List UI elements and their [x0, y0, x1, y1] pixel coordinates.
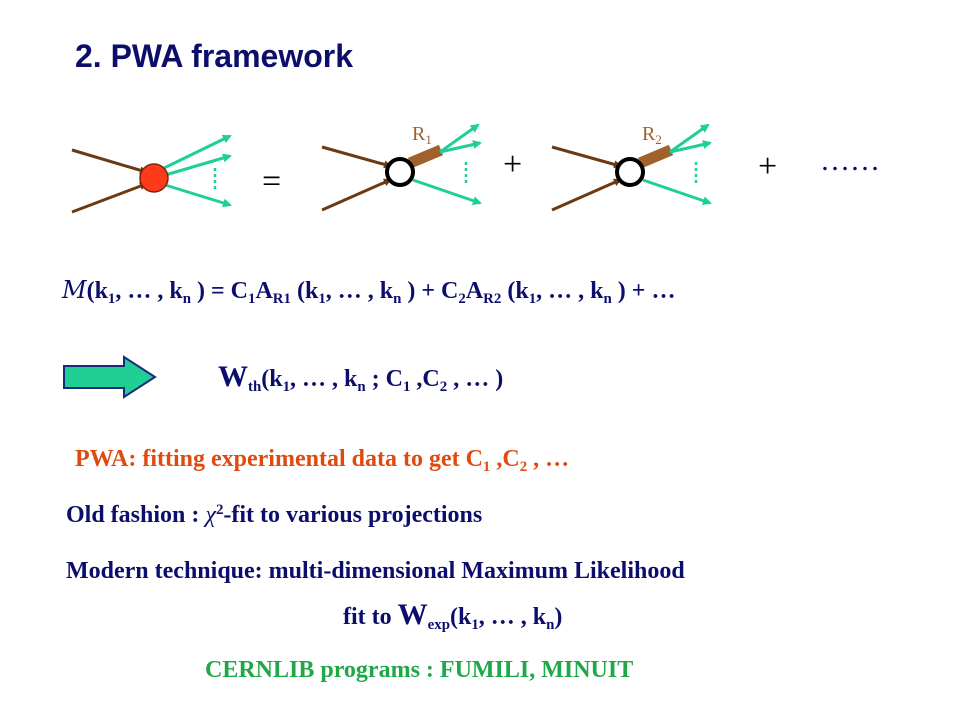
outgoing-line: [412, 178, 482, 205]
incoming-line: [71, 182, 148, 214]
resonance-label: R1: [412, 123, 432, 147]
plus-sign: +: [503, 146, 522, 183]
equals-sign: =: [262, 163, 281, 200]
amplitude-diagram: [71, 134, 232, 214]
modern-fit-line: fit to Wexp(k1, … , kn): [343, 598, 563, 634]
plus-sign: +: [758, 148, 777, 185]
resonance-propagator: [637, 144, 674, 169]
ellipsis: ……: [820, 144, 880, 177]
likelihood-function: Wth(k1, … , kn ; C1 ,C2 , … ): [218, 360, 504, 396]
amplitude-symbol: M: [62, 276, 87, 304]
amplitude-blob: [139, 163, 169, 193]
pwa-diagram: = R1 + R2 + ……: [71, 123, 880, 214]
resonance-propagator: [407, 144, 444, 169]
outgoing-line: [159, 134, 232, 172]
incoming-line: [551, 145, 622, 169]
outgoing-line: [439, 123, 480, 154]
incoming-line: [71, 148, 148, 175]
outgoing-line: [642, 178, 712, 205]
outgoing-line: [161, 182, 232, 208]
incoming-line: [321, 145, 392, 169]
incoming-line: [551, 178, 622, 212]
old-fashion-method: Old fashion : χ2-fit to various projecti…: [66, 501, 483, 528]
resonance1-diagram: R1: [321, 123, 482, 212]
incoming-line: [321, 178, 392, 212]
amplitude-equation: M(k1, … , kn ) = C1AR1 (k1, … , kn ) + C…: [62, 276, 676, 308]
vertex-circle: [615, 157, 645, 187]
outgoing-line: [669, 123, 710, 154]
resonance2-diagram: R2: [551, 123, 712, 212]
resonance-label: R2: [642, 123, 662, 147]
outgoing-line: [439, 140, 482, 154]
page-title: 2. PWA framework: [75, 38, 354, 74]
vertex-circle: [385, 157, 415, 187]
pwa-definition: PWA: fitting experimental data to get C1…: [75, 446, 570, 476]
modern-technique: Modern technique: multi-dimensional Maxi…: [66, 558, 685, 584]
right-arrow-icon: [63, 355, 157, 399]
cernlib-programs: CERNLIB programs : FUMILI, MINUIT: [205, 657, 634, 683]
outgoing-line: [669, 140, 712, 154]
outgoing-line: [161, 153, 232, 178]
